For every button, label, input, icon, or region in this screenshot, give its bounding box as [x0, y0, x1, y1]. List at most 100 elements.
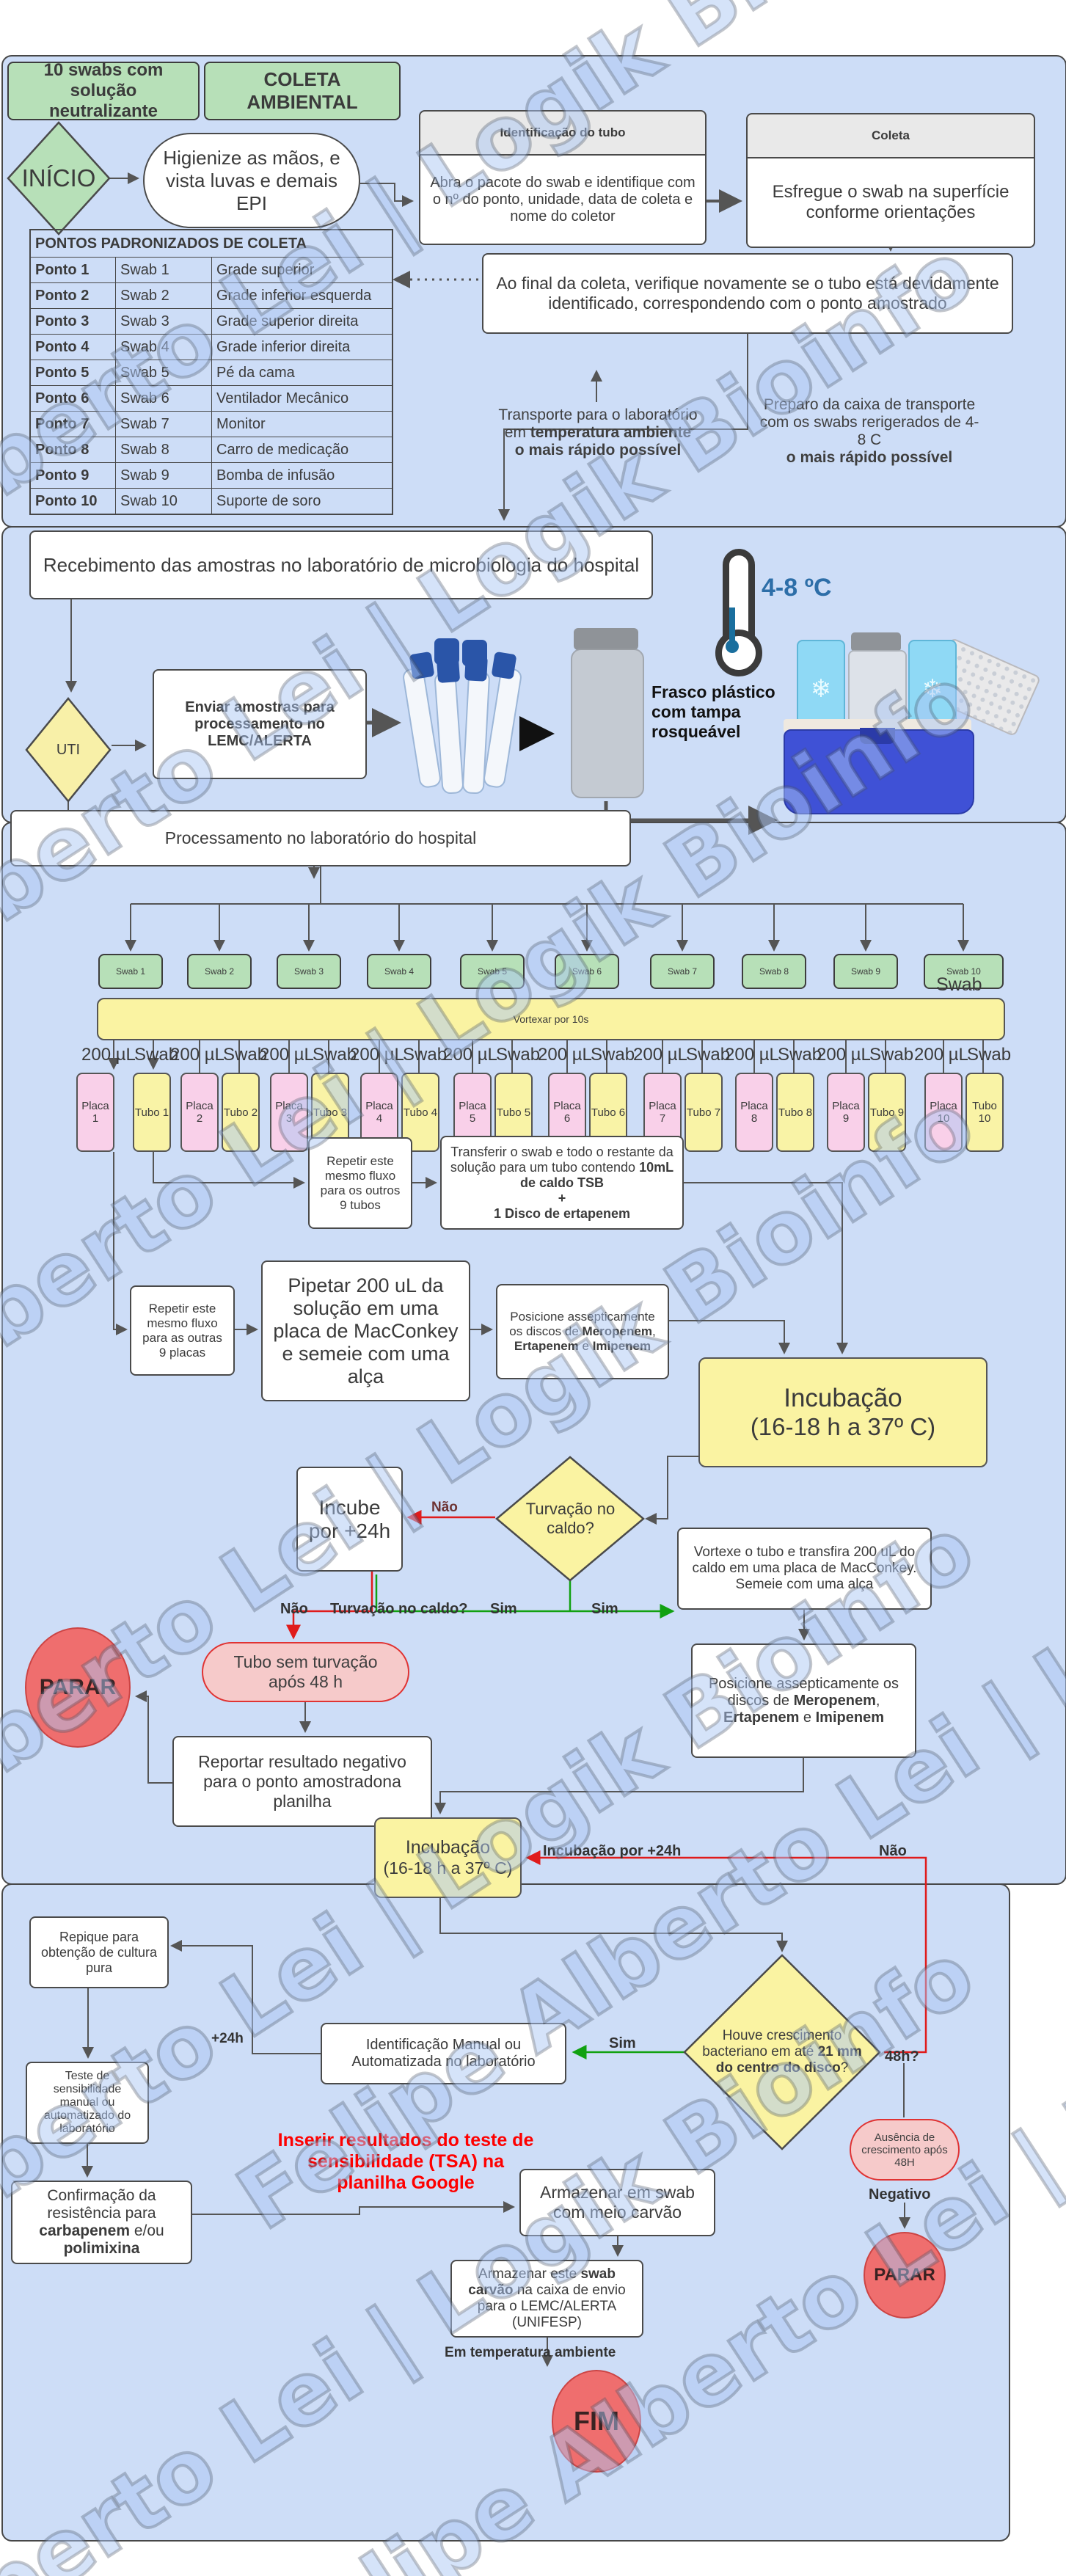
vol-label: 200 µL	[633, 1045, 687, 1065]
swab-node-2: Swab 2	[187, 954, 252, 989]
sim-label-1: Sim	[490, 1601, 517, 1617]
id-tubo-header: Identificação do tubo	[419, 110, 707, 156]
jar-icon	[571, 628, 644, 801]
placa-node-1: Placa 1	[76, 1073, 114, 1152]
teste-sensibilidade-node: Teste de sensibilidade manual ou automat…	[26, 2062, 149, 2144]
materials-label: 10 swabs com solução neutralizante	[43, 60, 164, 121]
sim-label-3: Sim	[609, 2035, 636, 2051]
fim-node: FIM	[552, 2370, 641, 2473]
swab-pair-label: Swab	[403, 1045, 448, 1065]
incubacao-node-1: Incubação (16-18 h a 37º C)	[698, 1357, 987, 1467]
swab-pair-label: Swab	[686, 1045, 731, 1065]
placa-node-2: Placa 2	[180, 1073, 219, 1152]
vol-label: 200 µL	[538, 1045, 592, 1065]
transferir-node: Transferir o swab e todo o restante da s…	[440, 1136, 684, 1230]
swab-node-6: Swab 6	[555, 954, 619, 989]
houve-crescimento-label: Houve crescimento bacteriano em até 21 m…	[702, 2028, 862, 2076]
identificacao-node: Identificação Manual ou Automatizada no …	[321, 2023, 566, 2084]
armazenar-swab-node: Armazenar em swab com meio carvão	[519, 2169, 715, 2236]
frasco-label: Frasco plástico com tampa rosqueável	[651, 682, 775, 741]
vol-label: 200 µL	[260, 1045, 314, 1065]
higienize-node: Higienize as mãos, e vista luvas e demai…	[143, 133, 360, 228]
confirmacao-node: Confirmação da resistência para carbapen…	[11, 2181, 192, 2264]
swab-node-1: Swab 1	[98, 954, 163, 989]
enviar-node: Enviar amostras para processamento no LE…	[153, 669, 367, 779]
incubacao-24h-label: Incubação por +24h	[543, 1843, 682, 1859]
repique-node: Repique para obtenção de cultura pura	[29, 1916, 169, 1988]
verificacao-node: Ao final da coleta, verifique novamente …	[482, 253, 1013, 334]
temp-ambiente-label: Em temperatura ambiente	[445, 2345, 616, 2360]
repetir-tubos-node: Repetir este mesmo fluxo para os outros …	[308, 1137, 412, 1229]
tubo-node-7: Tubo 7	[684, 1073, 723, 1152]
inicio-diamond	[7, 121, 111, 236]
swab-pair-label: Swab	[223, 1045, 268, 1065]
placa-node-9: Placa 9	[827, 1073, 865, 1152]
swab-node-4: Swab 4	[367, 954, 431, 989]
cooler-icon: ❄ ❄	[784, 632, 1042, 816]
incubacao-node-2: Incubação (16-18 h a 37º C)	[374, 1817, 522, 1898]
placa-node-8: Placa 8	[735, 1073, 773, 1152]
id-tubo-body: Abra o pacote do swab e identifique com …	[419, 156, 707, 245]
houve-crescimento-diamond	[683, 1954, 881, 2150]
turvacao-inline-label: Turvação no caldo?	[330, 1601, 468, 1617]
vol-label: 200 µL	[170, 1045, 224, 1065]
recebimento-title-node: Recebimento das amostras no laboratório …	[29, 530, 653, 599]
swab-right-label: Swab	[936, 974, 982, 995]
swab-tubes-icon	[401, 638, 526, 796]
nao-label-3: Não	[879, 1843, 907, 1859]
vol-label: 200 µL	[914, 1045, 968, 1065]
tubo-sem-turvacao-node: Tubo sem turvação após 48 h	[202, 1642, 409, 1702]
turvacao-diamond-label: Turvação no caldo?	[525, 1500, 616, 1537]
cooler-jar-lid	[851, 632, 901, 652]
preparo-note: Preparo da caixa de transporte com os sw…	[759, 396, 979, 466]
parar-node-2: PARAR	[864, 2232, 946, 2318]
vortexar-bar: Vortexar por 10s	[97, 998, 1005, 1040]
inicio-label: INÍCIO	[21, 164, 96, 191]
turvacao-diamond	[495, 1456, 645, 1582]
swab-node-9: Swab 9	[833, 954, 898, 989]
inserir-resultados-alert: Inserir resultados do teste de sensibili…	[277, 2129, 534, 2193]
incube-24h-node: Incube por +24h	[296, 1467, 403, 1572]
mais-24h-label: +24h	[211, 2031, 244, 2046]
transporte-note: Transporte para o laboratório em tempera…	[498, 406, 698, 459]
tubo-node-2: Tubo 2	[222, 1073, 260, 1152]
swab-node-5: Swab 5	[460, 954, 525, 989]
coleta-title-label: COLETA AMBIENTAL	[247, 68, 358, 113]
thermometer-icon	[715, 549, 762, 681]
tubo-node-9: Tubo 9	[868, 1073, 906, 1152]
vol-label: 200 µL	[725, 1045, 779, 1065]
swab-node-8: Swab 8	[742, 954, 806, 989]
vol-label: 200 µL	[350, 1045, 404, 1065]
q48h-label: 48h?	[885, 2048, 919, 2065]
ausencia-node: Ausência de crescimento após 48H	[850, 2119, 960, 2181]
temperature-label: 4-8 ºC	[762, 574, 832, 602]
swab-pair-label: Swab	[967, 1045, 1012, 1065]
placa-node-3: Placa 3	[270, 1073, 308, 1152]
swab-pair-label: Swab	[869, 1045, 914, 1065]
section-title-coleta: COLETA AMBIENTAL	[204, 62, 401, 120]
posicione-discos-node-2: Posicione assepticamente os discos de Me…	[691, 1643, 916, 1758]
vol-label: 200 µL	[817, 1045, 871, 1065]
swab-pair-label: Swab	[591, 1045, 635, 1065]
repetir-placas-node: Repetir este mesmo fluxo para as outras …	[130, 1285, 235, 1376]
reportar-negativo-node: Reportar resultado negativo para o ponto…	[172, 1736, 432, 1827]
parar-node-1: PARAR	[25, 1627, 131, 1748]
table-title: PONTOS PADRONIZADOS DE COLETA	[35, 235, 307, 252]
vol-label: 200 µL	[81, 1045, 136, 1065]
swab-node-3: Swab 3	[277, 954, 341, 989]
uti-diamond	[25, 697, 112, 803]
nao-label-1: Não	[431, 1500, 458, 1515]
